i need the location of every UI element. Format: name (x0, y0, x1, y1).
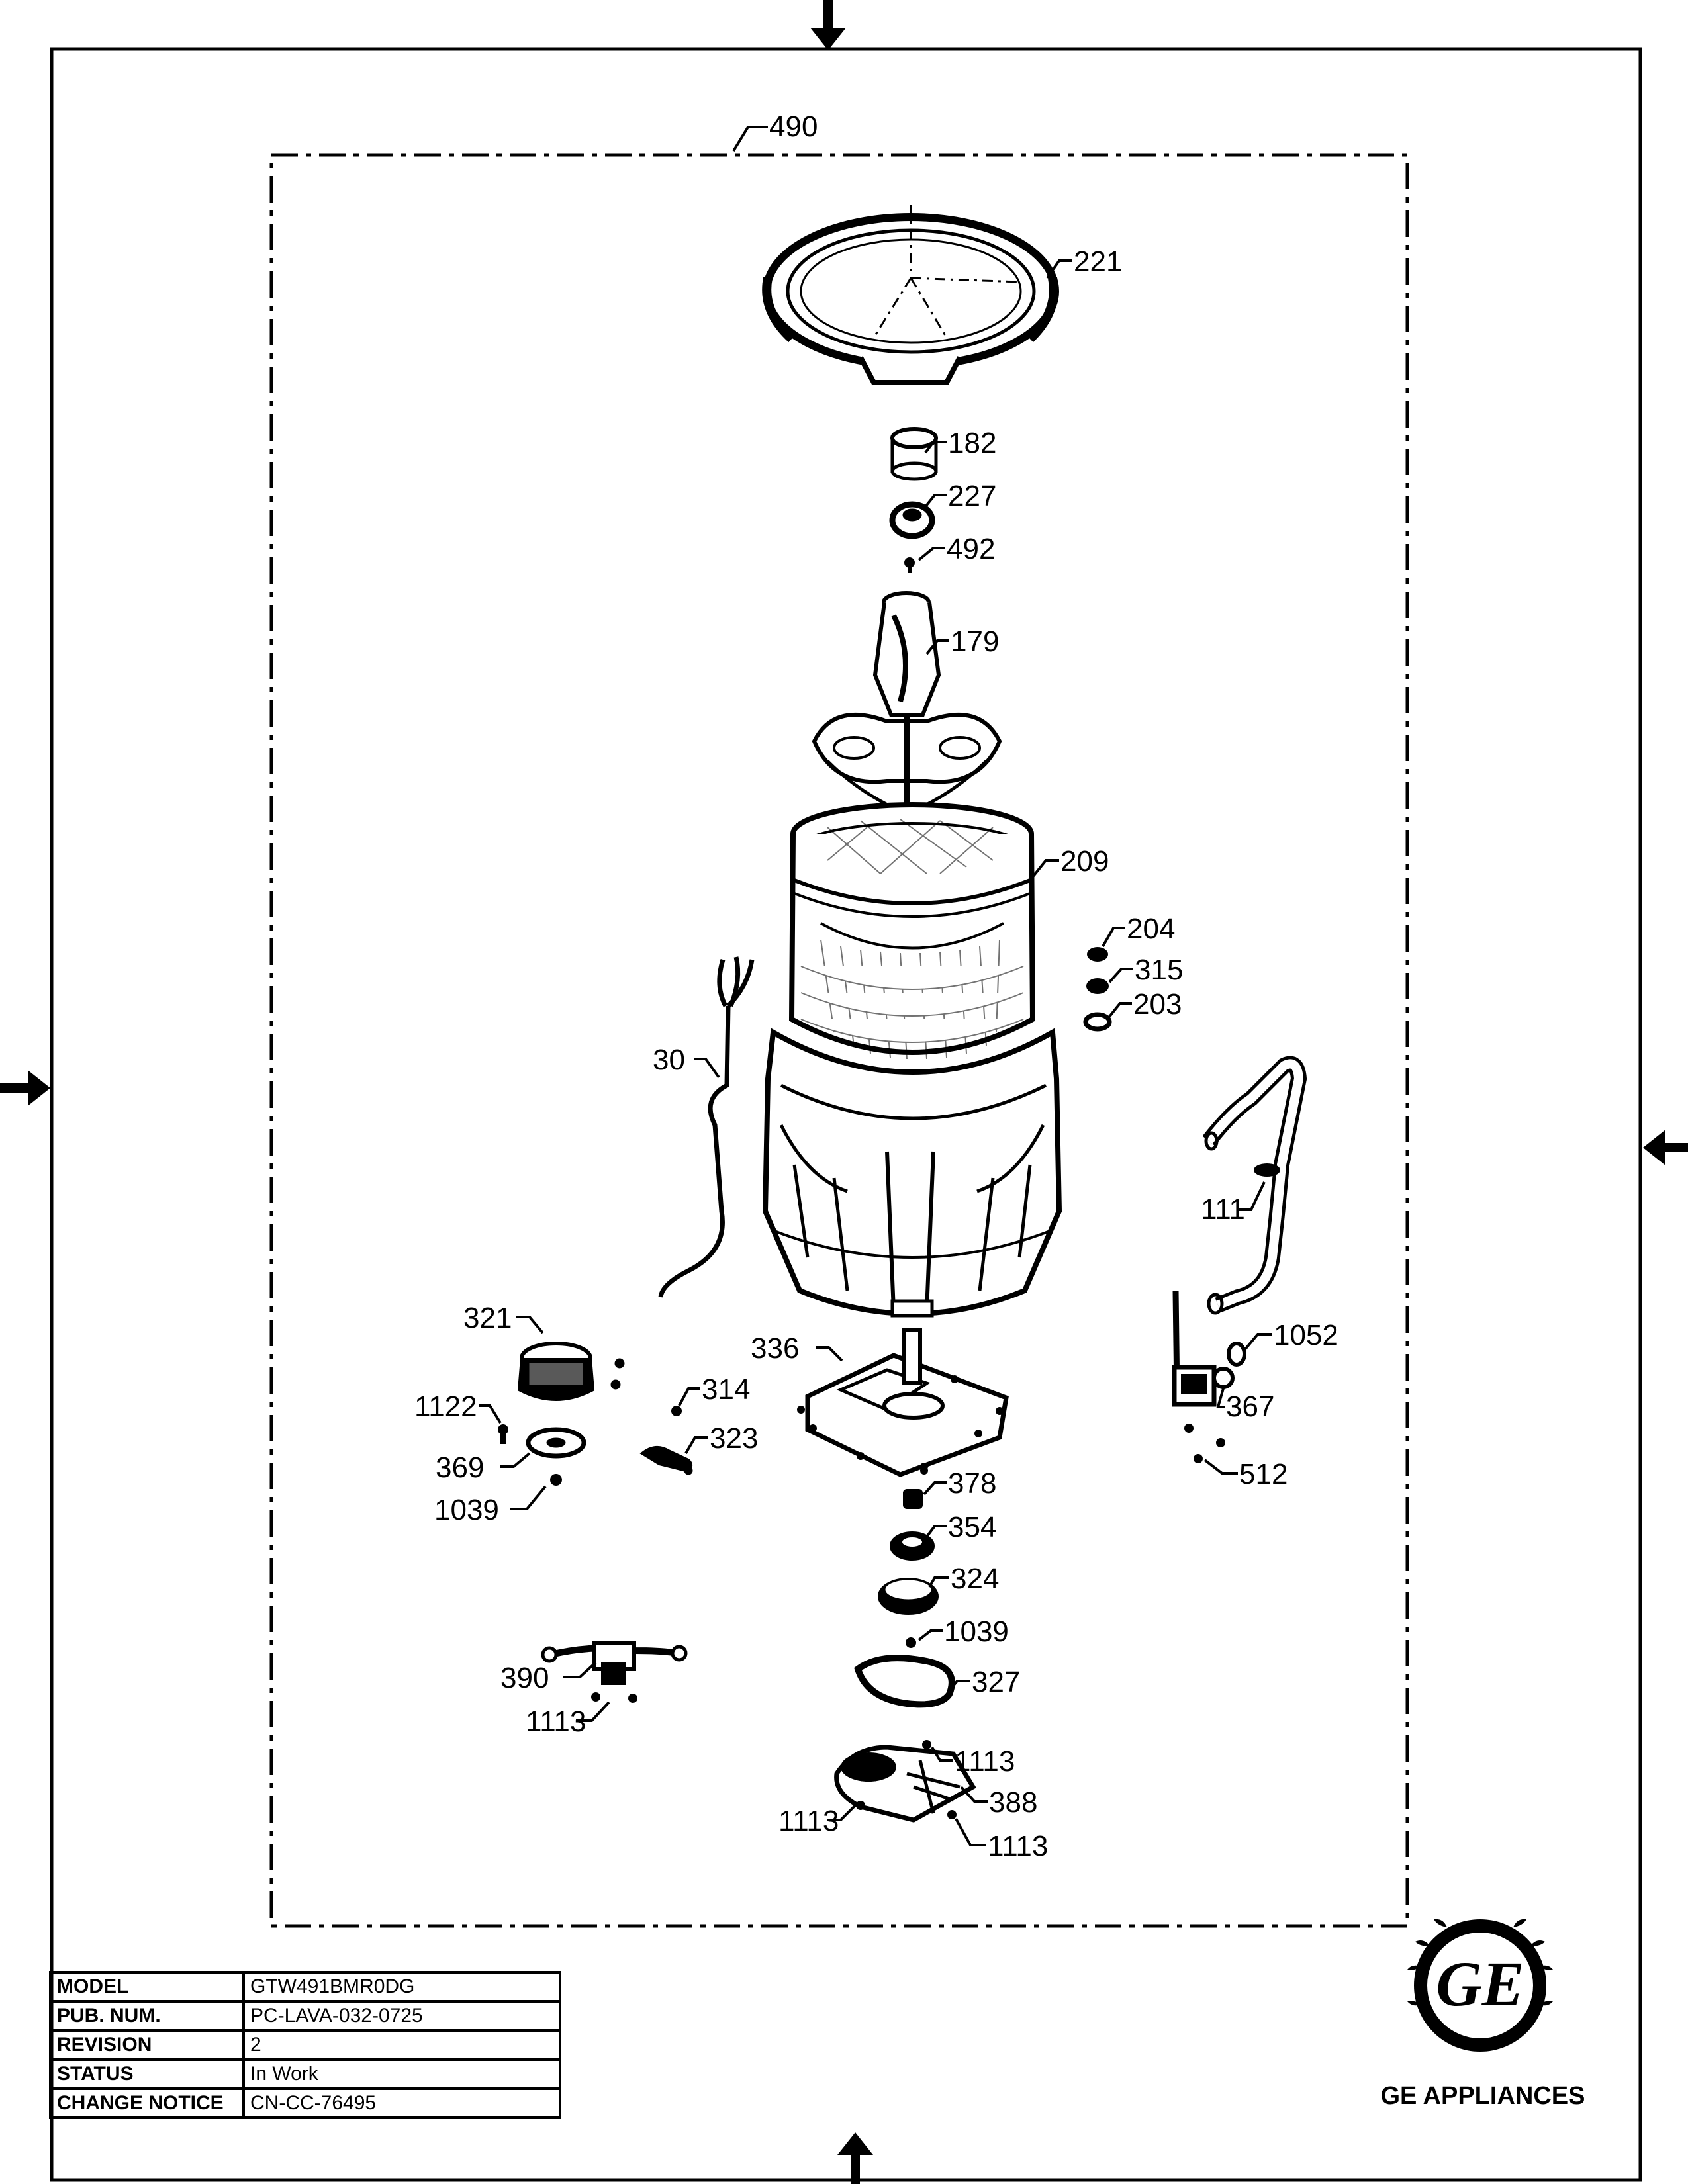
title-value-model: GTW491BMR0DG (242, 1971, 561, 2003)
drive-motor-part (517, 1342, 625, 1401)
callout-1122: 1122 (414, 1390, 477, 1423)
callout-314: 314 (702, 1373, 750, 1406)
title-key-revision: REVISION (49, 2029, 245, 2061)
callout-1052: 1052 (1274, 1319, 1338, 1351)
title-key-pub-num: PUB. NUM. (49, 2000, 245, 2032)
rotor-369-part (526, 1427, 586, 1459)
callout-315: 315 (1135, 954, 1183, 986)
callout-354: 354 (948, 1511, 996, 1543)
assembly-boundary (269, 153, 1409, 1928)
screw-1039-center-part (906, 1637, 916, 1648)
balance-ring-part (762, 205, 1059, 385)
screws-512-part (1184, 1424, 1225, 1463)
callout-378: 378 (948, 1467, 996, 1500)
screw-1039-left-part (550, 1474, 562, 1486)
screw-492-part (904, 557, 915, 573)
screw-314-part (671, 1406, 682, 1416)
callout-labels: 490 221 182 227 492 179 209 204 315 203 … (414, 111, 1338, 1862)
callout-1113-lower-left: 1113 (778, 1805, 839, 1837)
callout-336: 336 (751, 1332, 799, 1365)
brand-name: GE APPLIANCES (1380, 2082, 1585, 2110)
pulley-hub-354-part (890, 1531, 935, 1561)
ge-logo-letters: GE (1436, 1948, 1524, 2019)
callout-1113-bottom: 1113 (988, 1830, 1048, 1862)
callout-324: 324 (951, 1563, 999, 1595)
coupling-378-part (903, 1489, 923, 1509)
title-block-row: STATUS In Work (49, 2058, 561, 2090)
callout-321: 321 (463, 1302, 512, 1334)
title-value-change-notice: CN-CC-76495 (242, 2087, 561, 2119)
callout-leaders (479, 126, 1272, 1846)
ge-monogram-logo: GE (1407, 1919, 1553, 2052)
callout-1113-top: 1113 (955, 1745, 1015, 1778)
title-block-row: MODEL GTW491BMR0DG (49, 1971, 561, 2003)
title-key-status: STATUS (49, 2058, 245, 2090)
callout-490: 490 (769, 111, 818, 143)
callout-367: 367 (1226, 1390, 1274, 1423)
registration-arrow-right (1643, 1130, 1688, 1165)
title-block: MODEL GTW491BMR0DG PUB. NUM. PC-LAVA-032… (49, 1971, 561, 2119)
callout-179: 179 (951, 625, 999, 658)
title-key-change-notice: CHANGE NOTICE (49, 2087, 245, 2119)
callout-227: 227 (948, 480, 996, 512)
registration-arrow-left (0, 1070, 50, 1106)
drain-hose-part (1202, 1056, 1307, 1315)
pulley-324-part (878, 1578, 939, 1615)
callout-323: 323 (710, 1422, 758, 1455)
title-block-row: PUB. NUM. PC-LAVA-032-0725 (49, 2000, 561, 2032)
wire-harness-part (658, 956, 755, 1298)
clamp-1052-part (1227, 1342, 1246, 1367)
title-block-row: REVISION 2 (49, 2029, 561, 2061)
seal-part (889, 501, 935, 539)
callout-1039-center: 1039 (944, 1615, 1009, 1648)
callout-388: 388 (989, 1786, 1037, 1819)
callout-492: 492 (947, 533, 995, 565)
bracket-390-part (541, 1641, 688, 1703)
callout-209: 209 (1060, 845, 1109, 878)
callout-111: 111 (1201, 1193, 1245, 1226)
wash-basket-part (762, 802, 1062, 1318)
washer-204-part (1087, 947, 1108, 962)
bracket-388-part (834, 1740, 976, 1823)
pump-367-part (1172, 1290, 1235, 1407)
registration-arrow-bottom (837, 2132, 873, 2184)
callout-1039-left: 1039 (434, 1494, 499, 1526)
callout-390: 390 (500, 1662, 549, 1694)
title-value-revision: 2 (242, 2029, 561, 2061)
washer-315-part (1086, 978, 1109, 994)
callout-203: 203 (1133, 988, 1182, 1021)
agitator-part (812, 591, 1002, 816)
screw-1122-part (498, 1424, 508, 1444)
registration-arrow-top (810, 0, 846, 50)
title-value-pub-num: PC-LAVA-032-0725 (242, 2000, 561, 2032)
sheet-border (50, 47, 1642, 2182)
callout-221: 221 (1074, 246, 1122, 278)
bushing-part (890, 427, 938, 481)
mounting-plate-part (797, 1328, 1009, 1477)
callout-512: 512 (1239, 1458, 1288, 1490)
title-key-model: MODEL (49, 1971, 245, 2003)
washer-203-part (1083, 1012, 1112, 1032)
sensor-323-part (639, 1445, 693, 1475)
title-value-status: In Work (242, 2058, 561, 2090)
callout-204: 204 (1127, 913, 1175, 945)
callout-182: 182 (948, 427, 996, 459)
callout-1113-left: 1113 (526, 1706, 586, 1738)
callout-327: 327 (972, 1666, 1020, 1698)
callout-369: 369 (436, 1451, 484, 1484)
callout-30: 30 (653, 1044, 685, 1076)
title-block-row: CHANGE NOTICE CN-CC-76495 (49, 2087, 561, 2119)
drive-belt-327-part (854, 1655, 955, 1708)
